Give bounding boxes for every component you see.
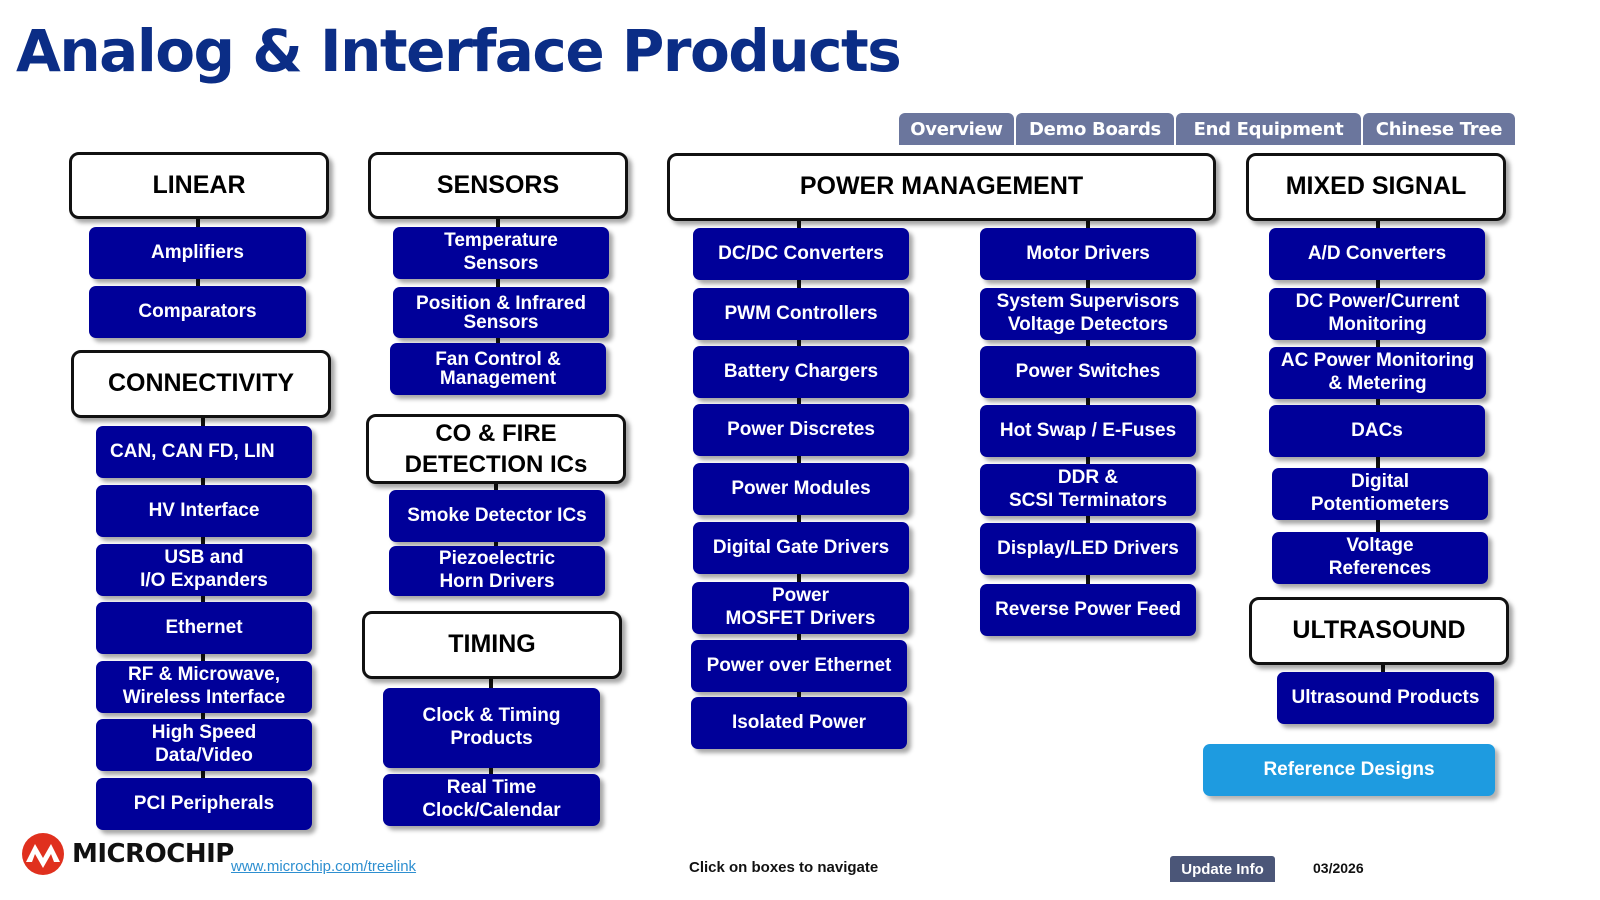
category-sensors[interactable]: SENSORS <box>368 152 628 219</box>
category-ultrasound[interactable]: ULTRASOUND <box>1249 597 1509 665</box>
item-battery-chargers[interactable]: Battery Chargers <box>693 346 909 398</box>
microchip-logo: MICROCHIP <box>20 832 234 876</box>
item-isolated-power[interactable]: Isolated Power <box>691 697 907 749</box>
item-pci-peripherals[interactable]: PCI Peripherals <box>96 778 312 830</box>
item-ad-converters[interactable]: A/D Converters <box>1269 228 1485 280</box>
item-hot-swap-e-fuses[interactable]: Hot Swap / E-Fuses <box>980 405 1196 457</box>
category-connectivity[interactable]: CONNECTIVITY <box>71 350 331 418</box>
tab-end-equipment[interactable]: End Equipment <box>1176 113 1361 145</box>
item-smoke-detector-ics[interactable]: Smoke Detector ICs <box>389 490 605 542</box>
item-voltage-references[interactable]: Voltage References <box>1272 532 1488 584</box>
item-pwm-controllers[interactable]: PWM Controllers <box>693 288 909 340</box>
treelink-link[interactable]: www.microchip.com/treelink <box>231 858 417 875</box>
item-ddr-scsi-terminators[interactable]: DDR & SCSI Terminators <box>980 464 1196 516</box>
item-comparators[interactable]: Comparators <box>89 286 306 338</box>
item-display-led-drivers[interactable]: Display/LED Drivers <box>980 523 1196 575</box>
item-power-discretes[interactable]: Power Discretes <box>693 404 909 456</box>
reference-designs-button[interactable]: Reference Designs <box>1203 744 1495 796</box>
category-timing[interactable]: TIMING <box>362 611 622 679</box>
item-usb-io-expanders[interactable]: USB and I/O Expanders <box>96 544 312 596</box>
item-dc-dc-converters[interactable]: DC/DC Converters <box>693 228 909 280</box>
item-clock-timing-products[interactable]: Clock & Timing Products <box>383 688 600 768</box>
item-power-modules[interactable]: Power Modules <box>693 463 909 515</box>
logo-text: MICROCHIP <box>72 839 234 869</box>
category-power-management[interactable]: POWER MANAGEMENT <box>667 153 1216 221</box>
nav-tabs: Overview Demo Boards End Equipment Chine… <box>899 113 1517 145</box>
item-dc-power-current-monitoring[interactable]: DC Power/Current Monitoring <box>1269 288 1486 340</box>
update-info-button[interactable]: Update Info <box>1170 856 1275 882</box>
item-reverse-power-feed[interactable]: Reverse Power Feed <box>980 584 1196 636</box>
microchip-logo-icon <box>22 833 64 875</box>
item-fan-control-management[interactable]: Fan Control & Management <box>390 343 606 395</box>
tab-demo-boards[interactable]: Demo Boards <box>1016 113 1174 145</box>
tab-chinese-tree[interactable]: Chinese Tree <box>1363 113 1515 145</box>
item-power-mosfet-drivers[interactable]: Power MOSFET Drivers <box>692 582 909 634</box>
item-piezoelectric-horn-drivers[interactable]: Piezoelectric Horn Drivers <box>389 546 605 596</box>
item-power-over-ethernet[interactable]: Power over Ethernet <box>691 640 907 692</box>
revision-date: 03/2026 <box>1313 860 1364 876</box>
item-amplifiers[interactable]: Amplifiers <box>89 227 306 279</box>
item-motor-drivers[interactable]: Motor Drivers <box>980 228 1196 280</box>
item-can-can-fd-lin[interactable]: CAN, CAN FD, LIN <box>96 426 312 478</box>
item-dacs[interactable]: DACs <box>1269 405 1485 457</box>
item-hv-interface[interactable]: HV Interface <box>96 485 312 537</box>
item-ethernet[interactable]: Ethernet <box>96 602 312 654</box>
item-digital-potentiometers[interactable]: Digital Potentiometers <box>1272 468 1488 520</box>
item-system-supervisors[interactable]: System Supervisors Voltage Detectors <box>980 288 1196 340</box>
page-title: Analog & Interface Products <box>16 17 902 85</box>
item-real-time-clock-calendar[interactable]: Real Time Clock/Calendar <box>383 774 600 826</box>
item-position-infrared-sensors[interactable]: Position & Infrared Sensors <box>393 287 609 338</box>
item-high-speed-data-video[interactable]: High Speed Data/Video <box>96 719 312 771</box>
category-co-fire-detection[interactable]: CO & FIRE DETECTION ICs <box>366 414 626 484</box>
item-power-switches[interactable]: Power Switches <box>980 346 1196 398</box>
item-digital-gate-drivers[interactable]: Digital Gate Drivers <box>693 522 909 574</box>
tab-overview[interactable]: Overview <box>899 113 1014 145</box>
category-linear[interactable]: LINEAR <box>69 152 329 219</box>
category-mixed-signal[interactable]: MIXED SIGNAL <box>1246 153 1506 221</box>
navigation-hint: Click on boxes to navigate <box>689 859 879 876</box>
item-ultrasound-products[interactable]: Ultrasound Products <box>1277 672 1494 724</box>
item-temperature-sensors[interactable]: Temperature Sensors <box>393 227 609 279</box>
item-ac-power-monitoring-metering[interactable]: AC Power Monitoring & Metering <box>1269 347 1486 399</box>
item-rf-microwave-wireless[interactable]: RF & Microwave, Wireless Interface <box>96 661 312 713</box>
